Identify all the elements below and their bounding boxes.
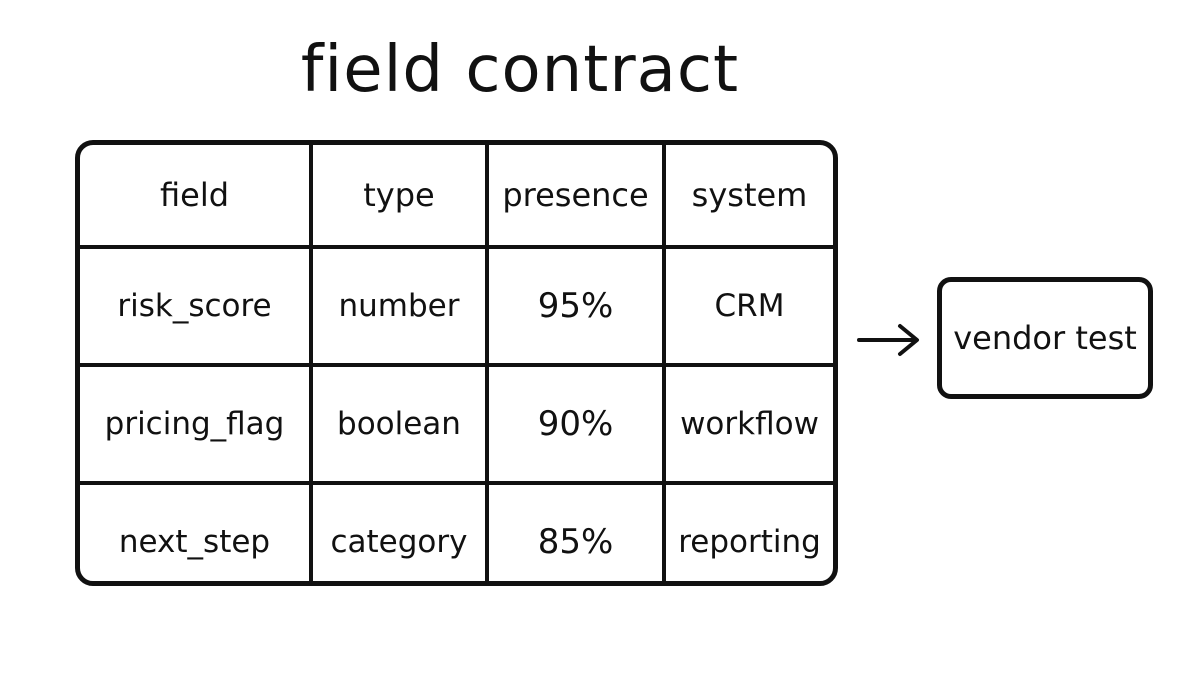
- table-row: next_step category 85% reporting: [80, 481, 833, 581]
- vendor-test-label: vendor test: [953, 319, 1137, 357]
- cell-presence: 90%: [485, 363, 666, 485]
- header-presence: presence: [485, 145, 666, 249]
- cell-type: category: [309, 481, 489, 581]
- vendor-test-box: vendor test: [937, 277, 1153, 399]
- field-contract-table: field type presence system risk_score nu…: [75, 140, 838, 586]
- header-field: field: [80, 145, 313, 249]
- table-row: pricing_flag boolean 90% workflow: [80, 363, 833, 485]
- right-arrow-icon: [857, 324, 919, 356]
- cell-system: CRM: [662, 245, 833, 367]
- cell-presence: 95%: [485, 245, 666, 367]
- header-system: system: [662, 145, 833, 249]
- cell-field: pricing_flag: [80, 363, 313, 485]
- contract-table-grid: field type presence system risk_score nu…: [80, 145, 833, 581]
- cell-field: next_step: [80, 481, 313, 581]
- cell-type: number: [309, 245, 489, 367]
- table-header-row: field type presence system: [80, 145, 833, 249]
- cell-system: reporting: [662, 481, 833, 581]
- table-row: risk_score number 95% CRM: [80, 245, 833, 367]
- cell-presence: 85%: [485, 481, 666, 581]
- header-type: type: [309, 145, 489, 249]
- diagram-title: field contract: [300, 33, 740, 107]
- cell-field: risk_score: [80, 245, 313, 367]
- cell-type: boolean: [309, 363, 489, 485]
- cell-system: workflow: [662, 363, 833, 485]
